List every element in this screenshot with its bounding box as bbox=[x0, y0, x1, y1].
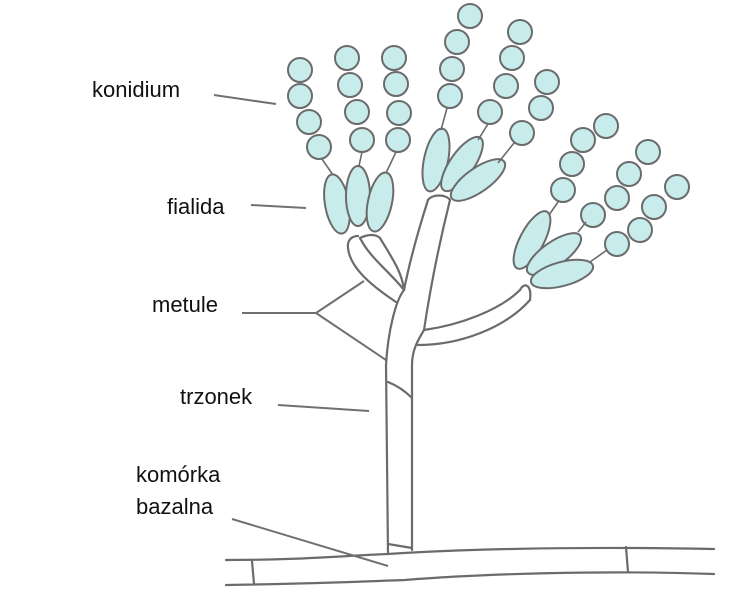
conidia bbox=[287, 3, 690, 257]
conidium bbox=[334, 45, 360, 71]
basal-hypha bbox=[224, 545, 716, 587]
conidium bbox=[296, 109, 322, 135]
conidium bbox=[444, 29, 470, 55]
stalk bbox=[384, 288, 426, 556]
conidium bbox=[570, 127, 596, 153]
labels: konidium fialida metule trzonek komórka … bbox=[92, 77, 253, 519]
conidium bbox=[457, 3, 483, 29]
label-fialida: fialida bbox=[167, 194, 225, 219]
konidium-leader bbox=[213, 94, 277, 105]
conidium bbox=[664, 174, 690, 200]
conidium bbox=[386, 100, 412, 126]
conidium bbox=[616, 161, 642, 187]
label-trzonek: trzonek bbox=[180, 384, 253, 409]
leader-lines bbox=[213, 94, 389, 567]
conidium bbox=[550, 177, 576, 203]
conidium bbox=[604, 231, 630, 257]
conidium bbox=[349, 127, 375, 153]
fialida-leader bbox=[250, 204, 307, 209]
conidium bbox=[437, 83, 463, 109]
conidium bbox=[344, 99, 370, 125]
metule-leader-up bbox=[315, 280, 365, 314]
conidium bbox=[477, 99, 503, 125]
phialide bbox=[529, 258, 595, 290]
conidium bbox=[306, 134, 332, 160]
conidium bbox=[499, 45, 525, 71]
label-komorka-line1: komórka bbox=[136, 462, 221, 487]
metule-leader-down bbox=[315, 312, 387, 361]
conidium bbox=[337, 72, 363, 98]
conidium bbox=[383, 71, 409, 97]
label-konidium: konidium bbox=[92, 77, 180, 102]
conidium bbox=[381, 45, 407, 71]
conidium bbox=[627, 217, 653, 243]
conidium bbox=[509, 120, 535, 146]
conidium bbox=[593, 113, 619, 139]
phialide bbox=[449, 158, 507, 202]
label-komorka-line2: bazalna bbox=[136, 494, 214, 519]
conidium bbox=[559, 151, 585, 177]
conidia-connectors bbox=[321, 107, 608, 263]
conidium bbox=[580, 202, 606, 228]
conidium bbox=[507, 19, 533, 45]
conidium bbox=[635, 139, 661, 165]
conidium bbox=[439, 56, 465, 82]
komorka-leader bbox=[231, 518, 389, 567]
label-metule: metule bbox=[152, 292, 218, 317]
conidium bbox=[493, 73, 519, 99]
conidium bbox=[385, 127, 411, 153]
trzonek-leader bbox=[277, 404, 370, 412]
phialide bbox=[512, 210, 552, 270]
conidium bbox=[534, 69, 560, 95]
conidium bbox=[528, 95, 554, 121]
conidium bbox=[287, 57, 313, 83]
conidium bbox=[641, 194, 667, 220]
conidium bbox=[287, 83, 313, 109]
metulae bbox=[346, 194, 532, 347]
conidium bbox=[604, 185, 630, 211]
